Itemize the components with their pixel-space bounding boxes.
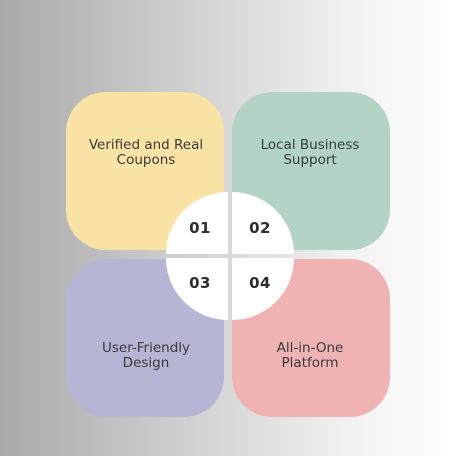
step-number: 04 <box>249 274 271 292</box>
step-number: 02 <box>249 219 271 237</box>
feature-tile-local-business: Local Business Support <box>232 92 390 250</box>
step-number: 01 <box>189 219 211 237</box>
feature-tile-verified-coupons: Verified and Real Coupons <box>66 92 224 250</box>
feature-label: All-in-One Platform <box>276 340 344 371</box>
feature-label: Verified and Real Coupons <box>88 137 204 168</box>
step-number: 03 <box>189 274 211 292</box>
feature-label: User-Friendly Design <box>101 340 191 371</box>
feature-label: Local Business Support <box>260 137 360 168</box>
